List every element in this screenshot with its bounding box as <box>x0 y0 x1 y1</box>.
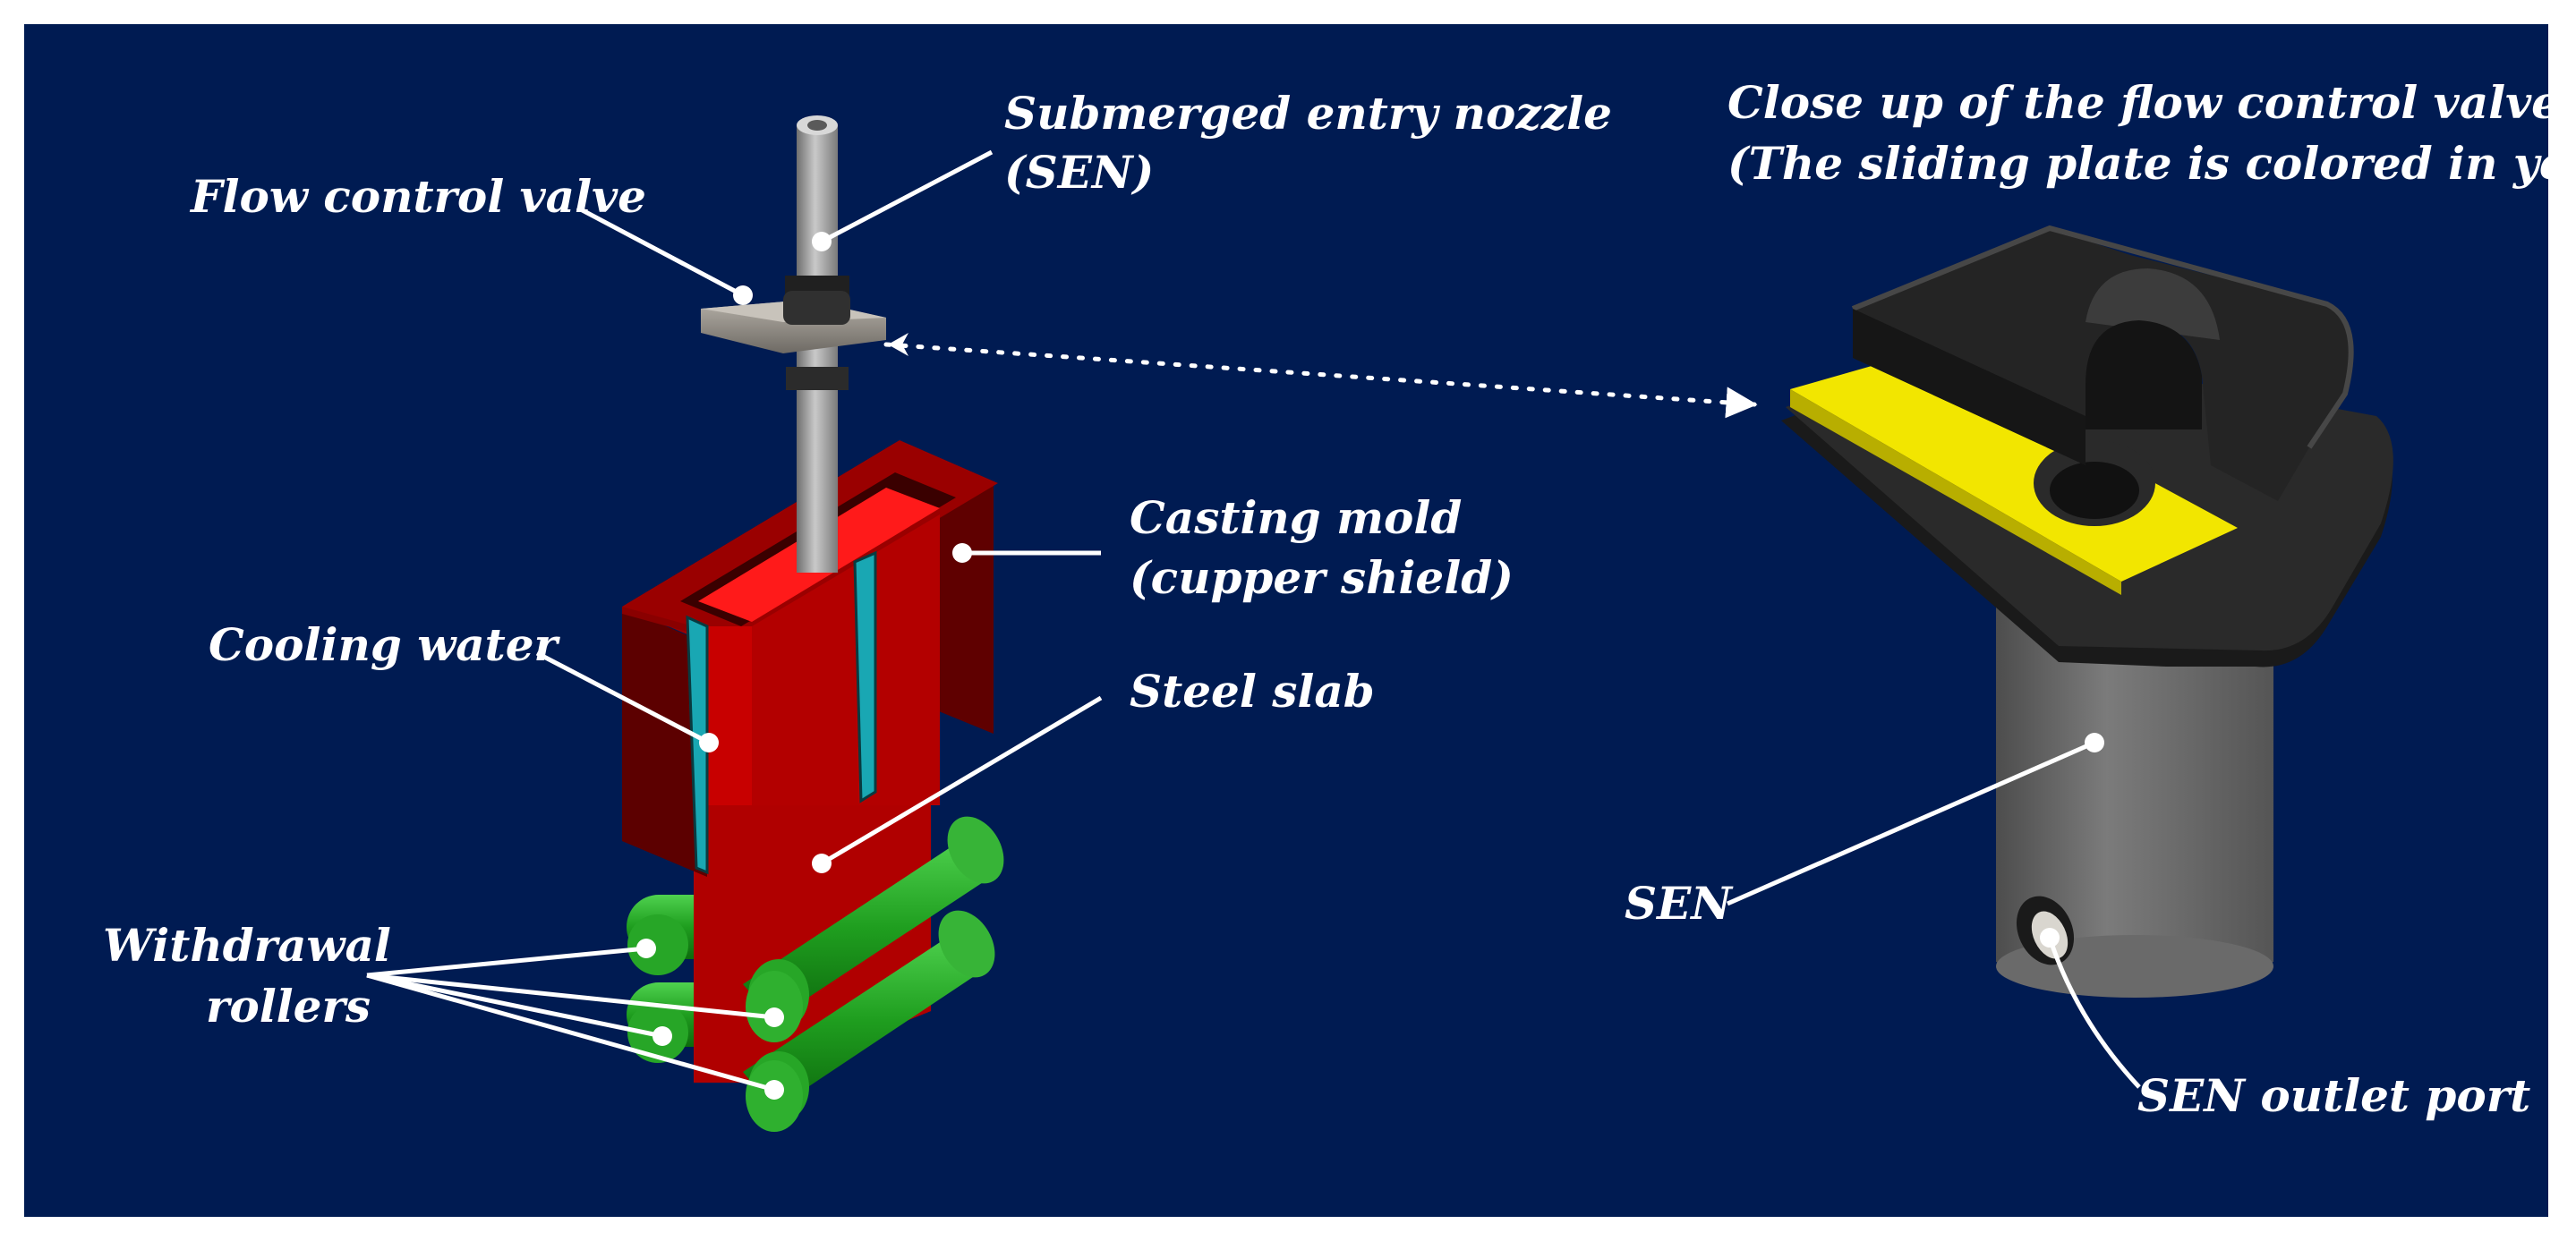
leader-dots <box>636 232 2104 1100</box>
sen-label: SEN <box>1625 877 1732 930</box>
sen-title-line-2: (SEN) <box>1004 146 1155 199</box>
flow-control-valve <box>701 291 886 353</box>
leader-lines <box>366 149 2141 1092</box>
steel-slab-label: Steel slab <box>1130 665 1375 718</box>
withdrawal-rollers-front <box>743 816 1004 1132</box>
casting-mold-label-line-2: (cupper shield) <box>1130 551 1514 604</box>
closeup-valve <box>1781 225 2393 998</box>
withdrawal-rollers-label-line-2: rollers <box>206 980 371 1033</box>
cooling-water-label: Cooling water <box>209 618 558 671</box>
casting-assembly <box>622 115 1004 1132</box>
closeup-title-line-1: Close up of the flow control valve <box>1727 76 2560 129</box>
withdrawal-rollers-label-line-1: Withdrawal <box>103 919 391 972</box>
flow-control-valve-label: Flow control valve <box>191 170 646 223</box>
casting-mold-label-line-1: Casting mold <box>1130 491 1463 544</box>
closeup-connector-arrow <box>883 333 1758 419</box>
sen-outlet-port-label: SEN outlet port <box>2137 1069 2531 1122</box>
sen-title-line-1: Submerged entry nozzle <box>1004 87 1612 140</box>
closeup-title-line-2: (The sliding plate is colored in yellow) <box>1727 137 2576 190</box>
